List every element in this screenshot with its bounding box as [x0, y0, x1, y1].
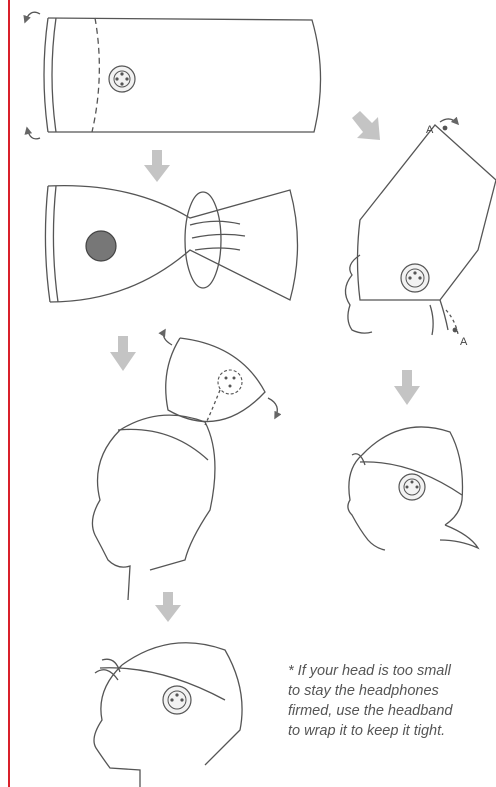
tip-note-line: to wrap it to keep it tight.	[288, 721, 493, 741]
step-arrow-icon	[394, 370, 420, 405]
speaker-button-icon	[218, 370, 242, 394]
step1-flat-band	[25, 12, 321, 139]
tip-note: * If your head is too small to stay the …	[288, 661, 493, 741]
head-profile	[92, 415, 215, 600]
point-marker	[443, 126, 448, 131]
step5-tall-hat	[345, 119, 496, 335]
head-profile	[94, 643, 242, 787]
speaker-button-icon	[399, 474, 425, 500]
step2-twisted-band	[45, 186, 297, 302]
step-arrow-icon	[155, 592, 181, 622]
step-arrow-icon	[352, 111, 380, 140]
step3-folded-band	[164, 330, 278, 425]
speaker-button-icon	[163, 686, 191, 714]
point-label-top: A	[426, 124, 434, 136]
speaker-button-icon	[86, 231, 116, 261]
tip-note-line: to stay the headphones	[288, 681, 493, 701]
step-arrow-icon	[144, 150, 170, 182]
point-marker	[453, 328, 458, 333]
point-label-bottom: A	[460, 336, 468, 348]
tip-note-line: * If your head is too small	[288, 661, 493, 681]
speaker-button-icon	[109, 66, 135, 92]
speaker-button-icon	[401, 264, 429, 292]
tip-note-line: firmed, use the headband	[288, 701, 493, 721]
step-arrow-icon	[110, 336, 136, 371]
